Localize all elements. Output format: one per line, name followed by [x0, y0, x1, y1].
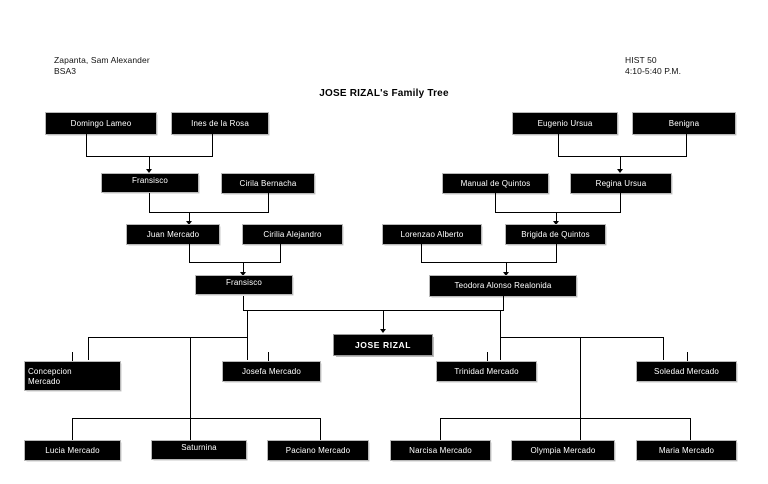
node-label-line2: Mercado [28, 377, 61, 386]
connector-v [86, 134, 87, 156]
connector-h [189, 262, 281, 263]
node-cirila-bernacha[interactable]: Cirila Bernacha [221, 173, 315, 194]
node-manual-de-quintos[interactable]: Manual de Quintos [442, 173, 549, 194]
connector-v [686, 134, 687, 156]
connector-h [500, 337, 663, 338]
connector-h [72, 418, 320, 419]
connector-h [421, 262, 557, 263]
connector-v [558, 134, 559, 156]
student-info: Zapanta, Sam Alexander BSA3 [54, 55, 150, 76]
node-paciano-mercado[interactable]: Paciano Mercado [267, 440, 369, 461]
connector-v [268, 352, 269, 362]
page-title: JOSE RIZAL's Family Tree [319, 88, 449, 99]
connector-v [500, 337, 501, 360]
connector-v [620, 193, 621, 212]
node-regina-ursua[interactable]: Regina Ursua [570, 173, 672, 194]
node-maria-mercado[interactable]: Maria Mercado [636, 440, 737, 461]
node-brigida-de-quintos[interactable]: Brigida de Quintos [505, 224, 606, 245]
node-soledad-mercado[interactable]: Soledad Mercado [636, 361, 737, 382]
node-trinidad-mercado[interactable]: Trinidad Mercado [436, 361, 537, 382]
node-concepcion-mercado[interactable]: Concepcion Mercado [24, 361, 121, 391]
connector-v [247, 337, 248, 360]
node-fransisco-mercado[interactable]: Fransisco [195, 275, 293, 295]
connector-v [690, 418, 691, 441]
connector-arrow [553, 221, 559, 225]
connector-v [440, 418, 441, 441]
node-saturnina[interactable]: Saturnina [151, 440, 247, 460]
node-narcisa-mercado[interactable]: Narcisa Mercado [390, 440, 491, 461]
node-teodora-alonso-realonida[interactable]: Teodora Alonso Realonida [429, 275, 577, 297]
connector-v [149, 193, 150, 212]
connector-h [243, 310, 504, 311]
connector-v [189, 244, 190, 262]
connector-v [687, 352, 688, 362]
connector-v [190, 418, 191, 441]
connector-v [500, 310, 501, 337]
connector-v [212, 134, 213, 156]
connector-v [190, 337, 191, 418]
connector-v [487, 352, 488, 362]
connector-arrow [240, 272, 246, 276]
connector-v [556, 212, 557, 223]
connector-v [243, 262, 244, 274]
node-cirilia-alejandro[interactable]: Cirilia Alejandro [242, 224, 343, 245]
connector-h [440, 418, 690, 419]
connector-arrow [146, 169, 152, 173]
connector-h [149, 212, 269, 213]
connector-v [663, 337, 664, 360]
connector-v [503, 296, 504, 310]
connector-h [495, 212, 621, 213]
node-juan-mercado[interactable]: Juan Mercado [126, 224, 220, 245]
connector-v [506, 262, 507, 274]
connector-v [88, 337, 89, 360]
connector-v [72, 418, 73, 441]
connector-v [189, 212, 190, 223]
node-josefa-mercado[interactable]: Josefa Mercado [222, 361, 321, 382]
node-eugenio-ursua[interactable]: Eugenio Ursua [512, 112, 618, 135]
connector-arrow [186, 221, 192, 225]
connector-v [556, 244, 557, 262]
node-domingo-lameo[interactable]: Domingo Lameo [45, 112, 157, 135]
node-benigna[interactable]: Benigna [632, 112, 736, 135]
node-olympia-mercado[interactable]: Olympia Mercado [511, 440, 615, 461]
connector-v [580, 337, 581, 418]
connector-v [383, 310, 384, 331]
connector-v [280, 244, 281, 262]
connector-v [620, 156, 621, 171]
connector-v [72, 352, 73, 362]
connector-v [580, 418, 581, 441]
connector-v [247, 310, 248, 337]
connector-h [88, 337, 248, 338]
connector-arrow [617, 169, 623, 173]
connector-h [558, 156, 687, 157]
connector-v [243, 296, 244, 310]
node-lucia-mercado[interactable]: Lucia Mercado [24, 440, 121, 461]
node-lorenzao-alberto[interactable]: Lorenzao Alberto [382, 224, 482, 245]
connector-v [421, 244, 422, 262]
connector-v [268, 193, 269, 212]
node-jose-rizal[interactable]: JOSE RIZAL [333, 334, 433, 356]
connector-arrow [503, 272, 509, 276]
node-label-line1: Concepcion [28, 366, 72, 376]
node-ines-de-la-rosa[interactable]: Ines de la Rosa [171, 112, 269, 135]
node-fransisco-mercado-sr[interactable]: Fransisco [101, 173, 199, 193]
connector-v [320, 418, 321, 441]
connector-v [495, 193, 496, 212]
connector-arrow [380, 329, 386, 333]
connector-v [149, 156, 150, 171]
course-info: HIST 50 4:10-5:40 P.M. [625, 55, 682, 76]
